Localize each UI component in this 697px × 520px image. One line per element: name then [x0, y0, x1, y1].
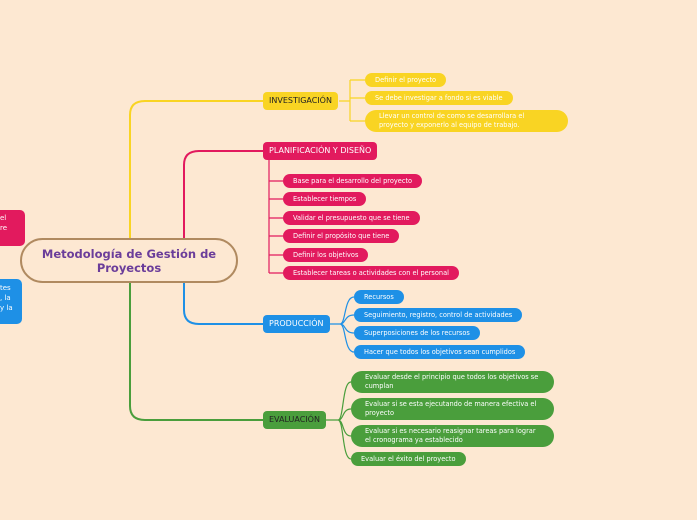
produccion-item[interactable]: Seguimiento, registro, control de activi… [354, 308, 523, 322]
planificacion-item[interactable]: Establecer tareas o actividades con el p… [283, 266, 459, 280]
branch-planificacion[interactable]: PLANIFICACIÓN Y DISEÑO [263, 142, 378, 160]
planificacion-item[interactable]: Definir los objetivos [283, 248, 369, 262]
planificacion-item[interactable]: Validar el presupuesto que se tiene [283, 211, 420, 225]
produccion-item[interactable]: Hacer que todos los objetivos sean cumpl… [354, 345, 526, 359]
branch-produccion[interactable]: PRODUCCIÓN [263, 315, 330, 333]
branch-evaluacion[interactable]: EVALUACIÓN [263, 411, 326, 429]
left-offscreen-node-blue[interactable]: tes , la y la [0, 279, 22, 324]
central-topic[interactable]: Metodología de Gestión de Proyectos [20, 238, 238, 283]
planificacion-item[interactable]: Definir el propósito que tiene [283, 229, 400, 243]
evaluacion-item[interactable]: Evaluar desde el principio que todos los… [351, 371, 554, 393]
planificacion-item[interactable]: Establecer tiempos [283, 192, 367, 206]
evaluacion-item[interactable]: Evaluar si es necesario reasignar tareas… [351, 425, 554, 447]
evaluacion-item[interactable]: Evaluar si se esta ejecutando de manera … [351, 398, 554, 420]
investigacion-item[interactable]: Definir el proyecto [365, 73, 447, 87]
branch-investigacion[interactable]: INVESTIGACIÓN [263, 92, 338, 110]
planificacion-item[interactable]: Base para el desarrollo del proyecto [283, 174, 423, 188]
produccion-item[interactable]: Recursos [354, 290, 404, 304]
evaluacion-item[interactable]: Evaluar el éxito del proyecto [351, 452, 466, 466]
produccion-item[interactable]: Superposiciones de los recursos [354, 326, 480, 340]
left-offscreen-node-pink[interactable]: el re [0, 210, 25, 246]
investigacion-item[interactable]: Llevar un control de como se desarrollar… [365, 110, 568, 132]
investigacion-item[interactable]: Se debe investigar a fondo si es viable [365, 91, 513, 105]
